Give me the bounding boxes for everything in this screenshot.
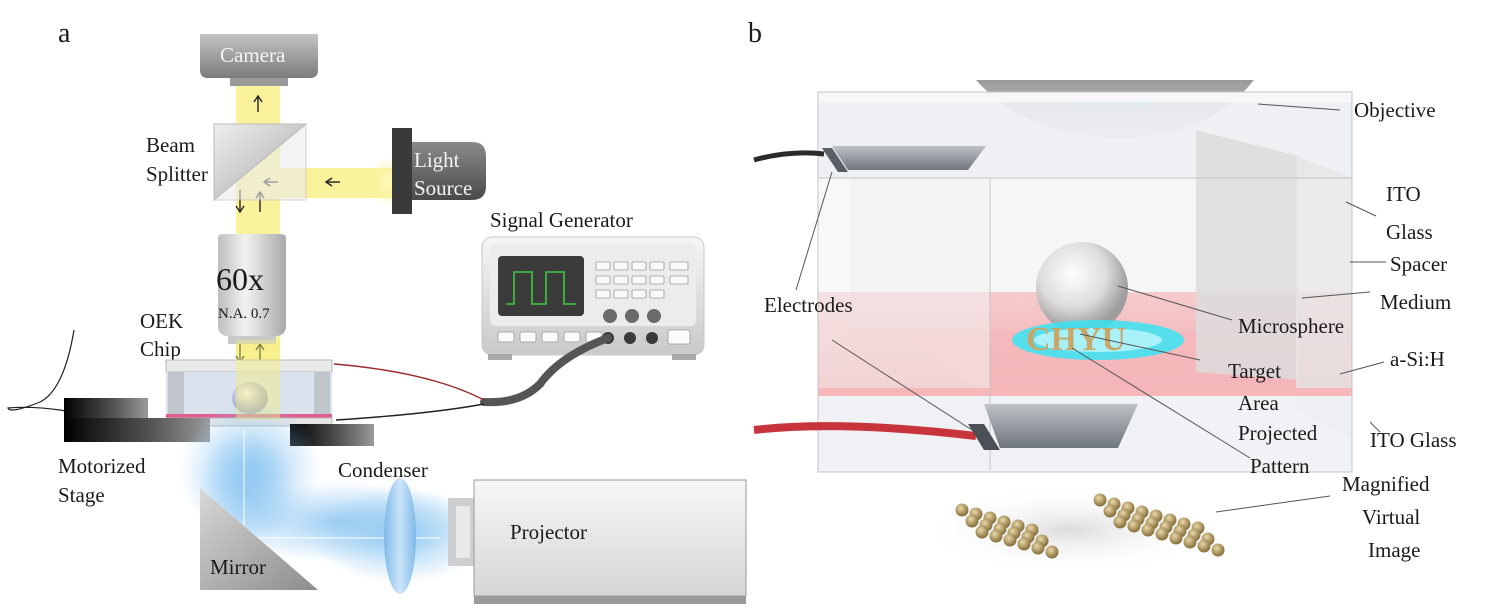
beam-splitter-label-2: Splitter bbox=[146, 162, 208, 186]
microsphere bbox=[1036, 242, 1128, 334]
bead bbox=[989, 529, 1003, 543]
bead-cluster-left bbox=[955, 503, 1059, 559]
camera: Camera bbox=[200, 34, 318, 86]
projector: Projector bbox=[448, 479, 747, 604]
beam-splitter-label-1: Beam bbox=[146, 133, 195, 157]
bead bbox=[1127, 519, 1141, 533]
panel-a-letter: a bbox=[58, 18, 71, 49]
panel-b-letter: b bbox=[748, 18, 762, 49]
leader-lines bbox=[795, 103, 1386, 513]
objective-lens: 60x N.A. 0.7 bbox=[216, 234, 286, 344]
objective-na: N.A. 0.7 bbox=[218, 306, 270, 322]
magnified-virtual-image bbox=[920, 486, 1225, 574]
bead bbox=[1103, 504, 1117, 518]
bead bbox=[955, 503, 969, 517]
bead bbox=[1183, 535, 1197, 549]
projected-pattern: CHYU bbox=[1012, 320, 1184, 360]
panel-b: b bbox=[748, 18, 1457, 574]
electrodes-label: Electrodes bbox=[764, 293, 853, 317]
motorized-stage: Motorized Stage bbox=[58, 398, 374, 507]
beam-splitter: Beam Splitter bbox=[146, 122, 308, 202]
light-source: Light Source bbox=[392, 128, 486, 214]
objective-magnification: 60x bbox=[216, 261, 264, 297]
signal-generator-label: Signal Generator bbox=[490, 208, 633, 232]
panel-a: a Camera Beam Split bbox=[7, 18, 747, 604]
bead bbox=[1045, 545, 1059, 559]
ito-glass-top-label-2: Glass bbox=[1386, 220, 1433, 244]
bead bbox=[1017, 537, 1031, 551]
projected-pattern-text: CHYU bbox=[1026, 321, 1126, 358]
bead bbox=[1169, 531, 1183, 545]
light-source-label-2: Source bbox=[414, 176, 472, 200]
magnified-label-1: Magnified bbox=[1342, 472, 1430, 496]
bead bbox=[1093, 493, 1107, 507]
signal-generator: Signal Generator bbox=[481, 208, 705, 360]
mirror-label: Mirror bbox=[210, 555, 266, 579]
bead-cluster-right bbox=[1093, 493, 1225, 557]
bead bbox=[1141, 523, 1155, 537]
bead bbox=[975, 525, 989, 539]
projected-pattern-label-2: Pattern bbox=[1250, 454, 1310, 478]
electrodes bbox=[753, 146, 1138, 450]
ito-glass-top-label-1: ITO bbox=[1386, 182, 1421, 206]
bead bbox=[1003, 533, 1017, 547]
projector-label: Projector bbox=[510, 520, 587, 544]
bead bbox=[1197, 539, 1211, 553]
chip-chamber bbox=[817, 91, 1353, 473]
magnified-label-2: Virtual bbox=[1362, 505, 1420, 529]
panel-b-labels: Objective ITO Glass Spacer Medium Electr… bbox=[764, 98, 1457, 562]
mirror: Mirror bbox=[200, 488, 318, 590]
condenser-label: Condenser bbox=[338, 458, 428, 482]
target-area-label-1: Target bbox=[1228, 359, 1281, 383]
a-si-h-label: a-Si:H bbox=[1390, 347, 1445, 371]
target-area-label-2: Area bbox=[1238, 391, 1279, 415]
bead bbox=[1211, 543, 1225, 557]
microsphere-label: Microsphere bbox=[1238, 314, 1344, 338]
magnified-label-3: Image bbox=[1368, 538, 1420, 562]
light-source-label-1: Light bbox=[414, 148, 460, 172]
spacer-label: Spacer bbox=[1390, 252, 1447, 276]
bead bbox=[1113, 515, 1127, 529]
ito-glass-bottom-label: ITO Glass bbox=[1370, 428, 1457, 452]
medium-label: Medium bbox=[1380, 290, 1451, 314]
motorized-stage-label-2: Stage bbox=[58, 483, 105, 507]
camera-label: Camera bbox=[220, 43, 286, 67]
motorized-stage-label-1: Motorized bbox=[58, 454, 146, 478]
oek-chip-label-1: OEK bbox=[140, 309, 183, 333]
objective-label: Objective bbox=[1354, 98, 1436, 122]
oek-chip-label-2: Chip bbox=[140, 337, 181, 361]
bead bbox=[1155, 527, 1169, 541]
projected-pattern-label-1: Projected bbox=[1238, 421, 1318, 445]
bead bbox=[965, 514, 979, 528]
condenser-lens: Condenser bbox=[338, 458, 428, 594]
bead bbox=[1031, 541, 1045, 555]
